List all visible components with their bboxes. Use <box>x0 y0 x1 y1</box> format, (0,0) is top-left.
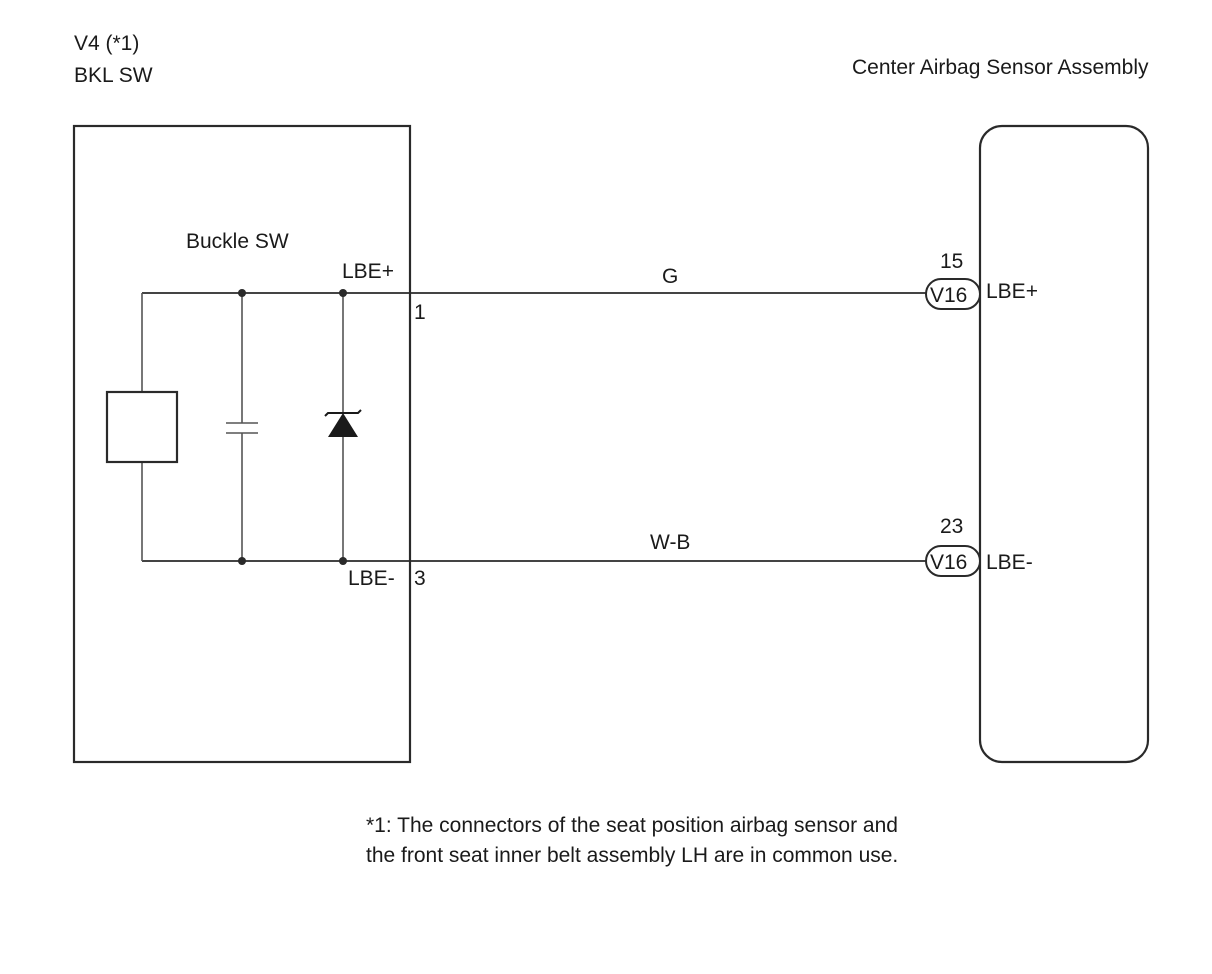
footnote-line-1: *1: The connectors of the seat position … <box>366 814 898 837</box>
right-pin-23-number: 23 <box>940 515 963 538</box>
footnote-line-2: the front seat inner belt assembly LH ar… <box>366 844 898 867</box>
zener-diode-bar <box>324 409 362 417</box>
connector-v16-top <box>925 278 981 310</box>
buckle-sw-label: Buckle SW <box>186 230 289 253</box>
right-pin-23-label: LBE- <box>986 551 1033 574</box>
wire-w-b-color: W-B <box>650 531 690 554</box>
wire-g-color: G <box>662 265 678 288</box>
left-pin-minus-number: 3 <box>414 567 426 590</box>
connector-v16-top-label: V16 <box>930 284 967 307</box>
left-pin-minus-label: LBE- <box>348 567 395 590</box>
connector-v16-bottom-label: V16 <box>930 551 967 574</box>
left-pin-plus-number: 1 <box>414 301 426 324</box>
center-airbag-sensor-box <box>978 124 1150 764</box>
right-pin-15-label: LBE+ <box>986 280 1038 303</box>
left-pin-plus-label: LBE+ <box>342 260 394 283</box>
right-component-name: Center Airbag Sensor Assembly <box>852 56 1149 79</box>
connector-v16-bottom <box>925 545 981 577</box>
left-component-name: BKL SW <box>74 64 153 87</box>
zener-diode-icon <box>328 413 358 437</box>
left-component-code: V4 (*1) <box>74 32 139 55</box>
switch-element <box>105 390 179 464</box>
right-pin-15-number: 15 <box>940 250 963 273</box>
buckle-switch-circuit <box>105 289 410 565</box>
